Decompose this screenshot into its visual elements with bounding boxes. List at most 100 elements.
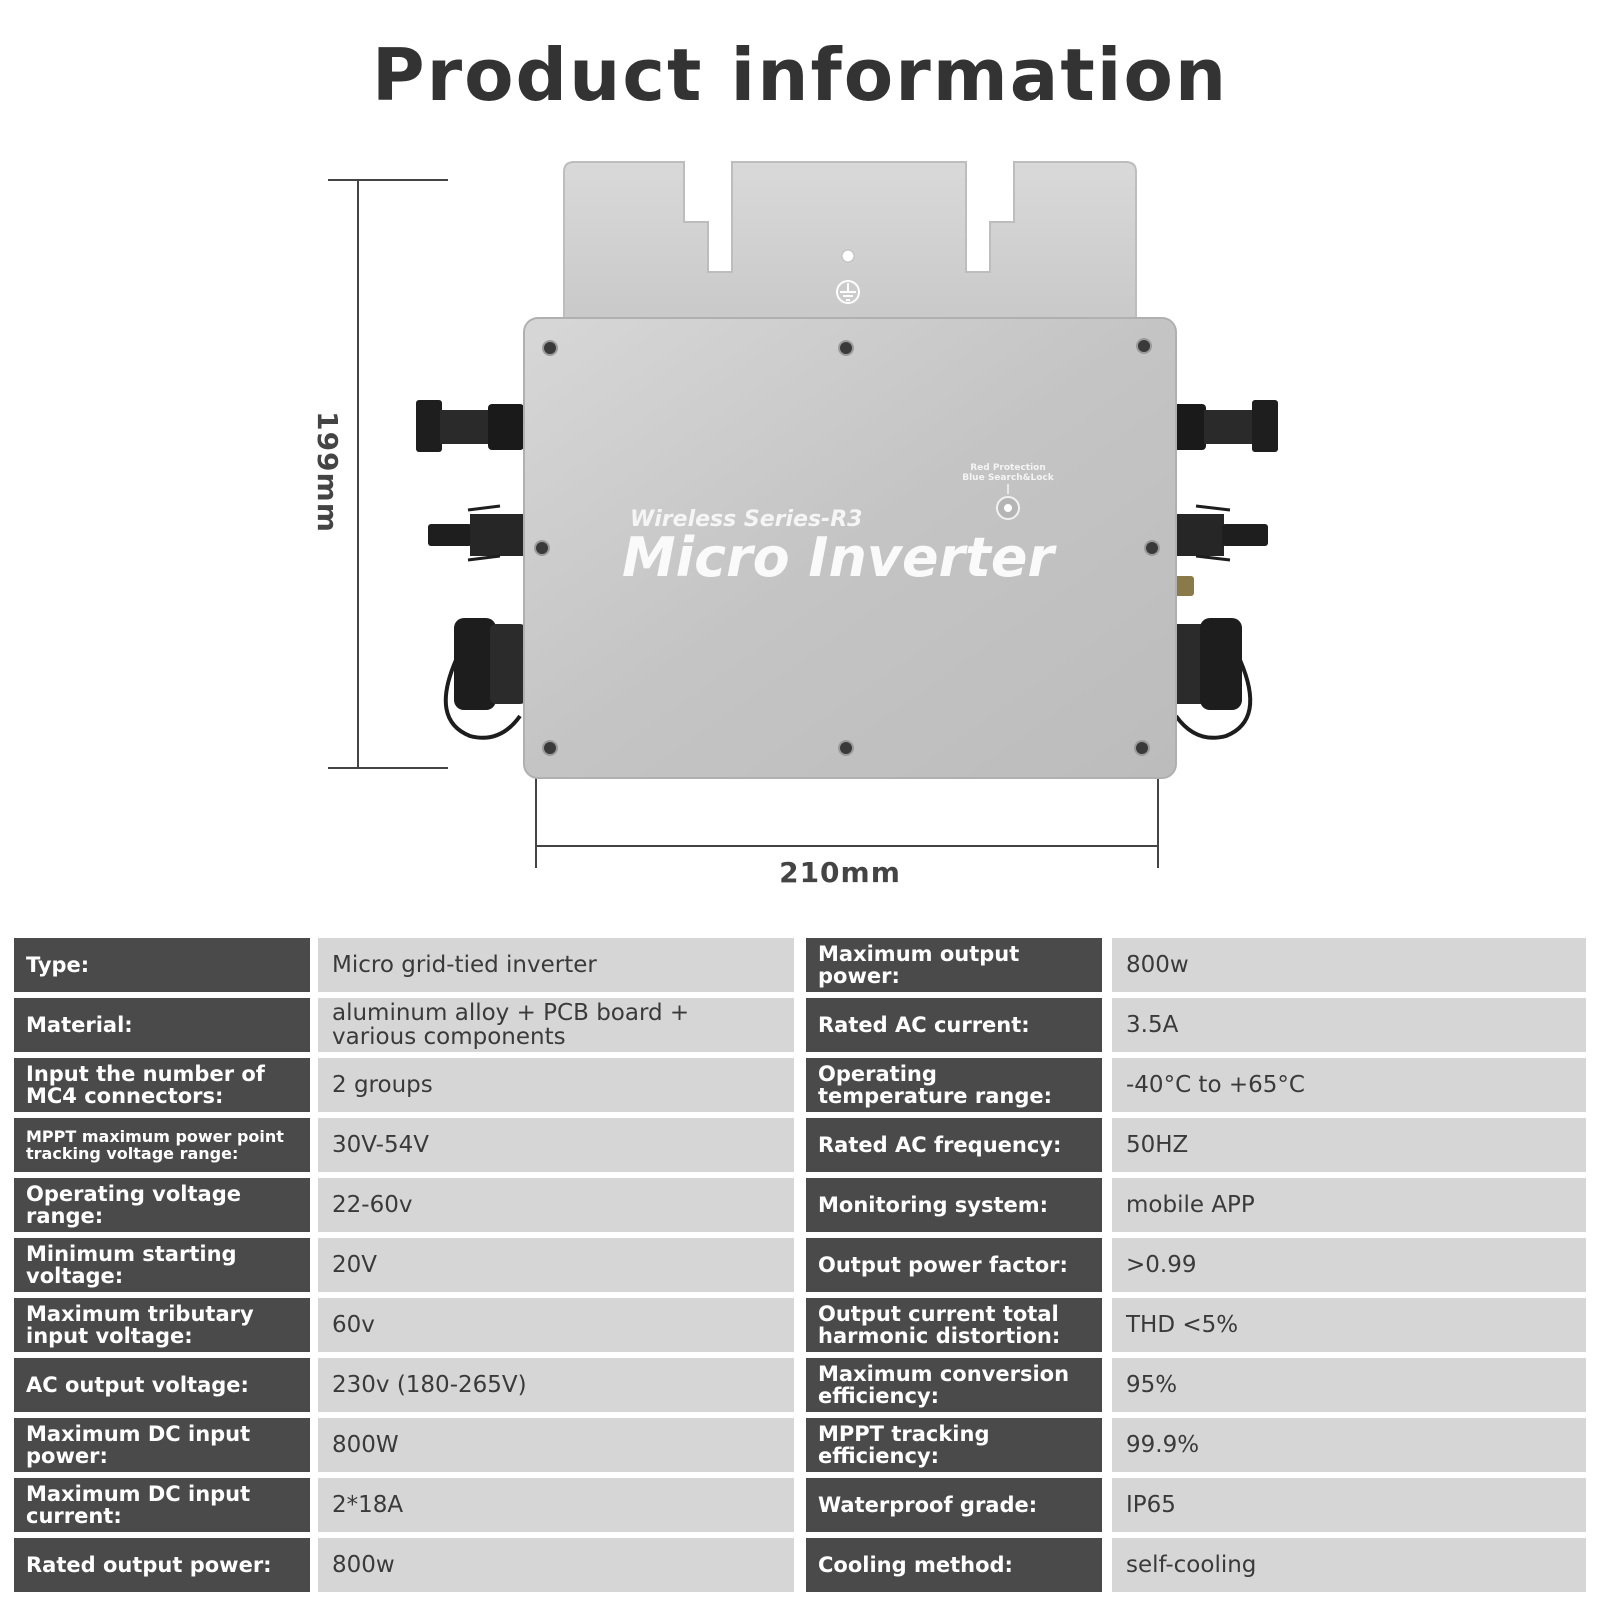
- spec-value: 800W: [318, 1418, 794, 1472]
- spec-label-text: Maximum DC input current:: [26, 1482, 251, 1528]
- spec-row: Rated output power: 800w Cooling method: se…: [14, 1538, 1586, 1592]
- height-dimension-label: 199mm: [311, 411, 344, 533]
- spec-value-text: 230v (180-265V): [332, 1372, 527, 1398]
- plate-hole: [841, 249, 855, 263]
- spec-value: mobile APP: [1112, 1178, 1586, 1232]
- width-dimension-line: [535, 778, 1159, 868]
- spec-label: MPPT maximum power point tracking voltag…: [14, 1118, 310, 1172]
- spec-label: Rated output power:: [14, 1538, 310, 1592]
- spec-value: -40°C to +65°C: [1112, 1058, 1586, 1112]
- spec-row: Material: aluminum alloy + PCB board + va…: [14, 998, 1586, 1052]
- spec-label-text: Cooling method:: [818, 1553, 1013, 1577]
- spec-value-text: 95%: [1126, 1372, 1178, 1398]
- spec-label: Rated AC current:: [806, 998, 1102, 1052]
- spec-value: 2 groups: [318, 1058, 794, 1112]
- spec-value-text: IP65: [1126, 1492, 1176, 1518]
- spec-label: Operating voltage range:: [14, 1178, 310, 1232]
- spec-label-text: MPPT maximum power point tracking voltag…: [26, 1127, 284, 1163]
- spec-value: THD <5%: [1112, 1298, 1586, 1352]
- spec-label-text: Operating temperature range:: [818, 1062, 1053, 1108]
- spec-label: Waterproof grade:: [806, 1478, 1102, 1532]
- spec-value: aluminum alloy + PCB board + various com…: [318, 998, 794, 1052]
- spec-value: 800w: [318, 1538, 794, 1592]
- spec-value: 800w: [1112, 938, 1586, 992]
- spec-value-text: THD <5%: [1126, 1312, 1239, 1338]
- spec-label: MPPT tracking efficiency:: [806, 1418, 1102, 1472]
- spec-label: Maximum DC input power:: [14, 1418, 310, 1472]
- spec-value: 230v (180-265V): [318, 1358, 794, 1412]
- spec-table: Type: Micro grid-tied inverter Maximum out…: [14, 938, 1586, 1596]
- spec-label: Maximum conversion efficiency:: [806, 1358, 1102, 1412]
- spec-value: 95%: [1112, 1358, 1586, 1412]
- spec-row: Operating voltage range: 22-60v Monitoring…: [14, 1178, 1586, 1232]
- spec-row: Maximum DC input power: 800W MPPT tracking…: [14, 1418, 1586, 1472]
- page-title: Product information: [371, 33, 1229, 117]
- body-screws: [534, 338, 1160, 756]
- spec-value-text: 22-60v: [332, 1192, 413, 1218]
- spec-label: Maximum output power:: [806, 938, 1102, 992]
- spec-label: Maximum DC input current:: [14, 1478, 310, 1532]
- spec-value: IP65: [1112, 1478, 1586, 1532]
- spec-value: 20V: [318, 1238, 794, 1292]
- spec-value: >0.99: [1112, 1238, 1586, 1292]
- spec-label: Operating temperature range:: [806, 1058, 1102, 1112]
- spec-row: MPPT maximum power point tracking voltag…: [14, 1118, 1586, 1172]
- spec-row: Maximum tributary input voltage: 60v Outpu…: [14, 1298, 1586, 1352]
- left-dc-connector-top: [416, 400, 524, 452]
- spec-label-text: Maximum DC input power:: [26, 1422, 251, 1468]
- spec-value: self-cooling: [1112, 1538, 1586, 1592]
- spec-row: Type: Micro grid-tied inverter Maximum out…: [14, 938, 1586, 992]
- spec-label-text: Monitoring system:: [818, 1193, 1049, 1217]
- spec-label: Output power factor:: [806, 1238, 1102, 1292]
- spec-value: 3.5A: [1112, 998, 1586, 1052]
- spec-label-text: Type:: [26, 953, 90, 977]
- spec-value-text: 99.9%: [1126, 1432, 1200, 1458]
- spec-label: AC output voltage:: [14, 1358, 310, 1412]
- width-dimension-label: 210mm: [779, 856, 901, 889]
- spec-value-text: -40°C to +65°C: [1126, 1072, 1305, 1098]
- spec-label: Material:: [14, 998, 310, 1052]
- spec-label: Type:: [14, 938, 310, 992]
- ground-symbol-icon: [836, 280, 860, 304]
- spec-label-text: MPPT tracking efficiency:: [818, 1422, 990, 1468]
- spec-label-text: Maximum tributary input voltage:: [26, 1302, 254, 1348]
- spec-row: Minimum starting voltage:20V Output power…: [14, 1238, 1586, 1292]
- spec-value-text: 3.5A: [1126, 1012, 1179, 1038]
- mounting-plate: [563, 161, 1137, 331]
- spec-row: AC output voltage: 230v (180-265V) Maximum…: [14, 1358, 1586, 1412]
- product-name-label: Micro Inverter: [622, 526, 1057, 589]
- spec-label: Cooling method:: [806, 1538, 1102, 1592]
- spec-value-text: 2*18A: [332, 1492, 404, 1518]
- spec-label: Rated AC frequency:: [806, 1118, 1102, 1172]
- spec-value-text: 800W: [332, 1432, 399, 1458]
- spec-value-text: aluminum alloy + PCB board + various com…: [332, 1000, 690, 1050]
- spec-value-text: >0.99: [1126, 1252, 1197, 1278]
- product-figure: 199mm 210mm: [311, 161, 1278, 889]
- spec-value-text: 800w: [332, 1552, 395, 1578]
- spec-value: 60v: [318, 1298, 794, 1352]
- spec-label-text: AC output voltage:: [26, 1373, 249, 1397]
- spec-value: Micro grid-tied inverter: [318, 938, 794, 992]
- spec-value-text: 60v: [332, 1312, 375, 1338]
- spec-row: Input the number of MC4 connectors:2 gro…: [14, 1058, 1586, 1112]
- spec-row: Maximum DC input current: 2*18A Waterproof…: [14, 1478, 1586, 1532]
- spec-label-text: Output current total harmonic distortion…: [818, 1302, 1061, 1348]
- spec-label: Minimum starting voltage:: [14, 1238, 310, 1292]
- spec-label: Monitoring system:: [806, 1178, 1102, 1232]
- spec-value: 22-60v: [318, 1178, 794, 1232]
- indicator-button: [996, 496, 1020, 520]
- spec-value-text: 800w: [1126, 952, 1189, 978]
- spec-value: 50HZ: [1112, 1118, 1586, 1172]
- spec-value-text: 2 groups: [332, 1072, 433, 1098]
- spec-value-text: mobile APP: [1126, 1192, 1255, 1218]
- indicator-label-blue: Blue Search&Lock: [962, 473, 1055, 483]
- spec-label-text: Output power factor:: [818, 1253, 1068, 1277]
- height-dimension-line: [328, 179, 448, 769]
- series-label: Wireless Series-R3: [630, 507, 862, 532]
- spec-value-text: 30V-54V: [332, 1132, 429, 1158]
- spec-value-text: self-cooling: [1126, 1552, 1257, 1578]
- inverter-body: [523, 317, 1177, 779]
- right-ac-connector: [1170, 618, 1253, 740]
- spec-value-text: Micro grid-tied inverter: [332, 952, 597, 978]
- right-dc-connector-top: [1170, 400, 1278, 452]
